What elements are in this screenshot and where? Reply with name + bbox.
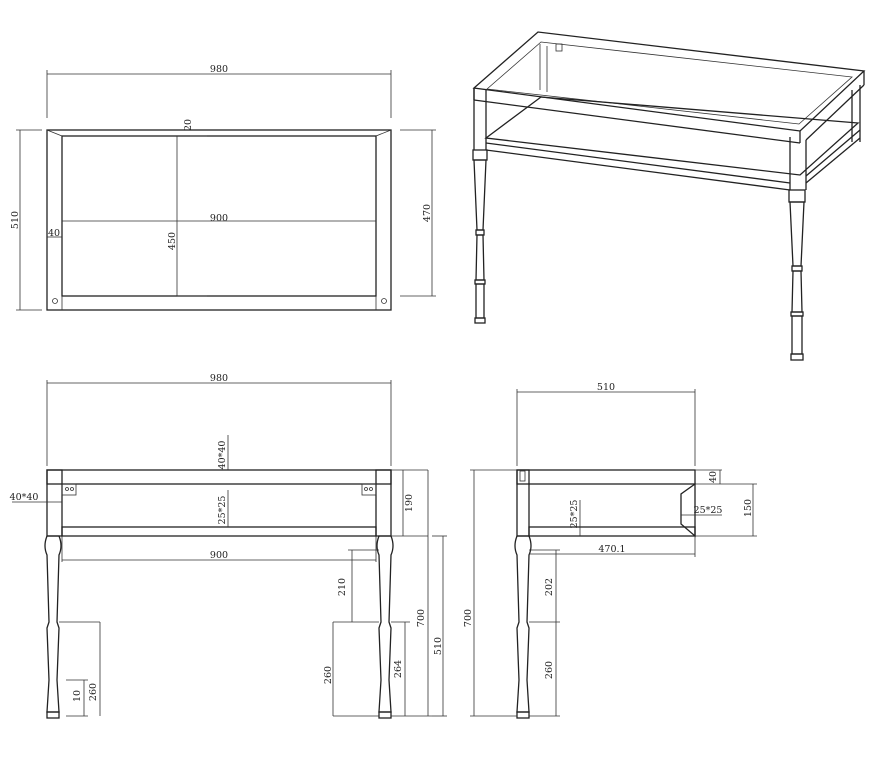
front-view: 980 40*40 40*40 25*25 900 190 210 260 26…	[10, 373, 447, 719]
front-top-rail-label: 40*40	[217, 441, 228, 470]
front-inner-width-label: 900	[210, 550, 228, 561]
top-offset-label: 20	[183, 119, 194, 131]
front-foot-a-label: 10	[72, 690, 83, 702]
side-view: 510 40 25*25 25*25 150 470.1 202 260	[463, 382, 757, 719]
top-depth-label: 510	[10, 211, 21, 229]
side-shelf-depth-label: 470.1	[598, 544, 625, 555]
top-profile-label: 40	[48, 228, 60, 239]
side-top-rail	[516, 469, 696, 485]
top-inner-width-label: 900	[210, 213, 228, 224]
front-top-rail	[46, 469, 392, 485]
front-total-height-label: 700	[416, 609, 427, 627]
side-shelf-rail-a-label: 25*25	[569, 500, 580, 529]
side-top-rail-label: 40	[708, 471, 719, 483]
front-foot-b-label: 260	[88, 683, 99, 701]
top-inner-depth-label: 470	[422, 204, 433, 222]
side-total-height-label: 700	[463, 609, 474, 627]
front-depth-ref-label: 510	[433, 637, 444, 655]
front-width-label: 980	[210, 373, 228, 384]
side-shelf-height-label: 150	[743, 499, 754, 517]
bracket-icon	[555, 43, 563, 52]
isometric-view	[472, 31, 866, 361]
screw-icon	[52, 298, 58, 304]
front-apron-label: 190	[404, 494, 415, 512]
top-view: 980 510 470 900 450 20 40	[10, 64, 436, 311]
top-width-label: 980	[210, 64, 228, 75]
side-lower-label: 260	[544, 661, 555, 679]
front-shelf-rail-label: 25*25	[217, 496, 228, 525]
side-leg-upper-label: 202	[544, 578, 555, 596]
top-view-outer-frame	[46, 129, 392, 311]
top-inner-cross-label: 450	[167, 232, 178, 250]
side-shelf-rail-b-label: 25*25	[694, 505, 723, 516]
screw-icon	[381, 298, 387, 304]
front-leg-profile-label: 40*40	[10, 492, 39, 503]
bracket-icon	[519, 470, 526, 482]
front-lower-a-label: 260	[323, 666, 334, 684]
top-view-inner-frame	[61, 135, 377, 297]
side-depth-label: 510	[597, 382, 615, 393]
front-leg-upper-label: 210	[337, 578, 348, 596]
front-lower-b-label: 264	[393, 660, 404, 678]
